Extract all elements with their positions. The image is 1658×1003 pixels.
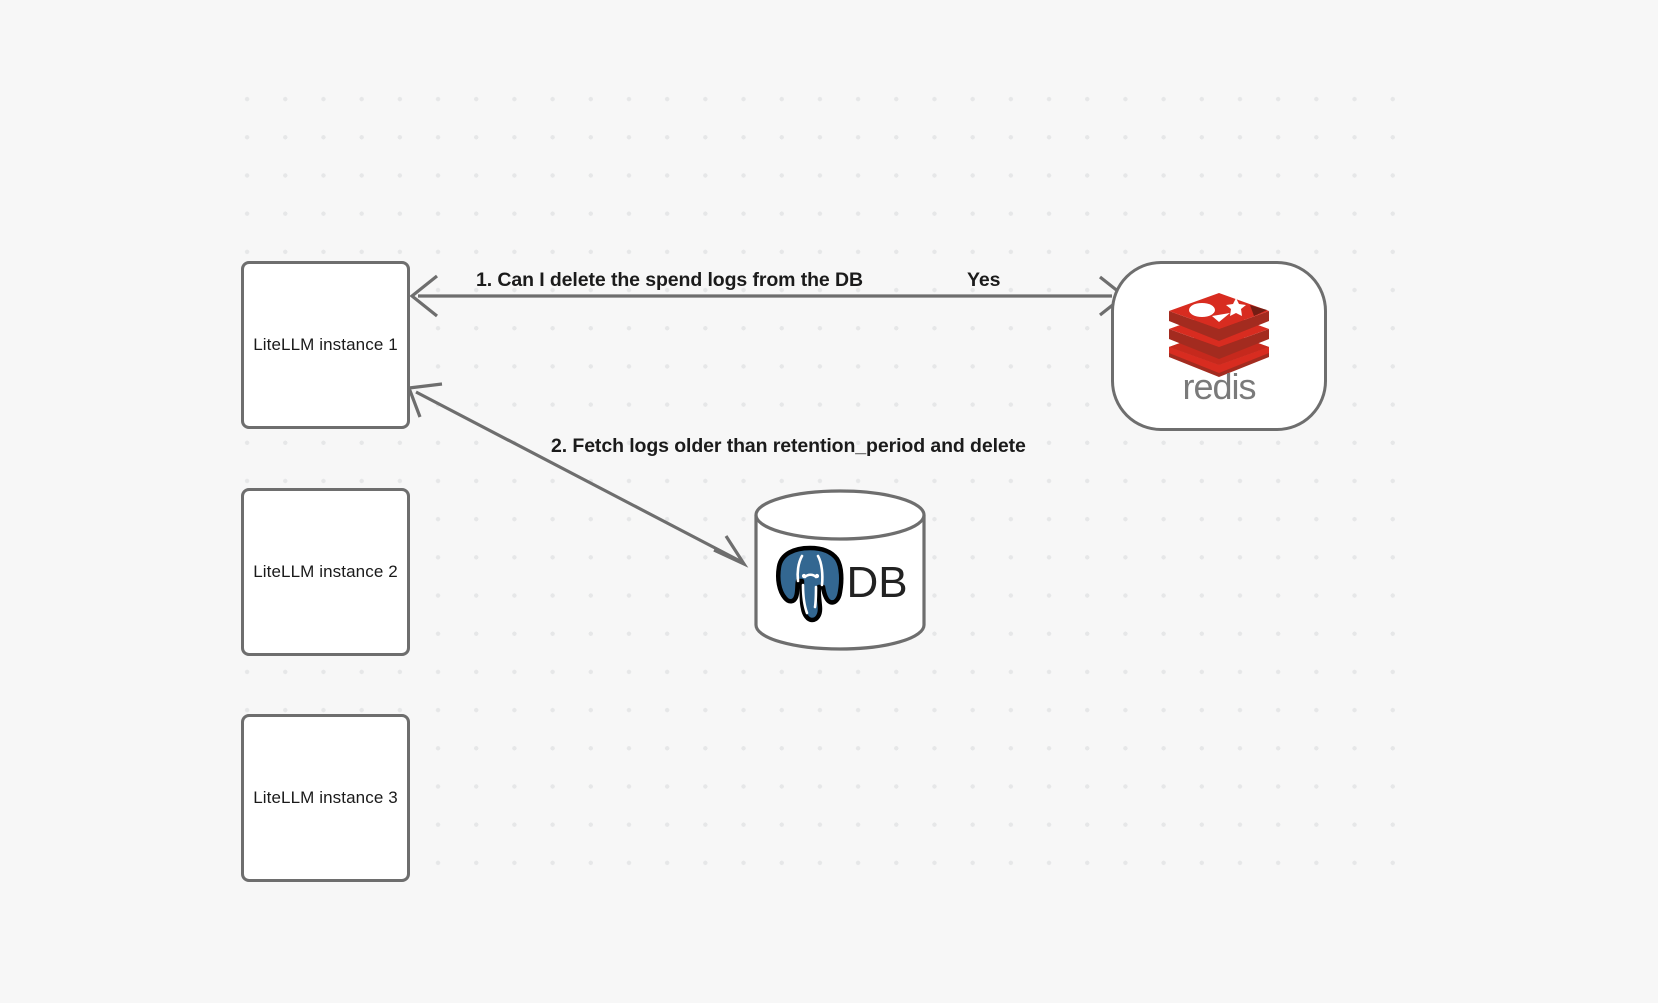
edge-label-yes: Yes [967, 269, 1001, 291]
node-litellm-instance-3-label: LiteLLM instance 3 [253, 788, 398, 807]
database-content: DB [752, 489, 928, 651]
svg-text:redis: redis [1182, 366, 1255, 405]
edge-label-step-1: 1. Can I delete the spend logs from the … [476, 269, 863, 291]
edge-litellm1-db-arrowhead-right [713, 535, 749, 568]
node-litellm-instance-2-label: LiteLLM instance 2 [253, 562, 398, 581]
node-database[interactable]: DB [752, 489, 928, 651]
edge-litellm1-redis-arrowhead-left [409, 274, 438, 318]
node-litellm-instance-1-label: LiteLLM instance 1 [253, 335, 398, 354]
node-litellm-instance-2[interactable]: LiteLLM instance 2 [241, 488, 410, 656]
edge-litellm1-db-line [415, 390, 741, 563]
edge-litellm1-db-arrowhead-left [406, 382, 443, 418]
node-redis[interactable]: redis [1111, 261, 1327, 431]
node-litellm-instance-3[interactable]: LiteLLM instance 3 [241, 714, 410, 882]
edge-label-step-2: 2. Fetch logs older than retention_perio… [551, 435, 1026, 457]
redis-logo-icon: redis [1169, 293, 1269, 405]
database-label: DB [846, 558, 908, 607]
postgresql-elephant-icon [776, 545, 844, 623]
node-litellm-instance-1[interactable]: LiteLLM instance 1 [241, 261, 410, 429]
